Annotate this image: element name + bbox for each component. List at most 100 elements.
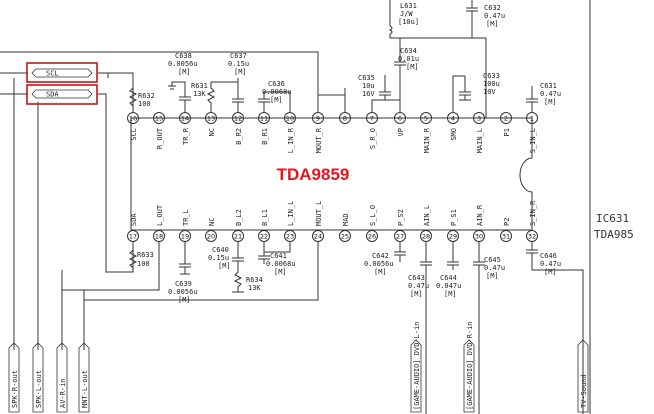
svg-text:C643: C643 xyxy=(408,274,425,282)
svg-text:P2: P2 xyxy=(503,218,511,226)
svg-text:4: 4 xyxy=(451,115,455,123)
svg-text:TR_L: TR_L xyxy=(182,209,190,226)
resistor-r634: R634 13K xyxy=(232,268,263,293)
svg-text:100: 100 xyxy=(138,100,151,108)
svg-text:29: 29 xyxy=(449,233,457,241)
svg-text:C633: C633 xyxy=(483,72,500,80)
svg-text:0.01u: 0.01u xyxy=(398,55,419,63)
svg-text:MAIN_L: MAIN_L xyxy=(476,128,484,153)
svg-text:R633: R633 xyxy=(137,251,154,259)
svg-text:25: 25 xyxy=(341,233,349,241)
pin-20: 20 xyxy=(205,230,217,242)
svg-text:100u: 100u xyxy=(483,80,500,88)
pin-16: 16 xyxy=(127,112,139,124)
cap-c641: C641 0.0068u [M] xyxy=(258,242,296,276)
net-flag-spk-r-out: SPK-R-out xyxy=(8,342,20,413)
svg-text:NC: NC xyxy=(208,128,216,136)
svg-text:[M]: [M] xyxy=(178,296,191,304)
svg-text:SMO: SMO xyxy=(450,128,458,141)
svg-text:28: 28 xyxy=(422,233,430,241)
svg-text:S_IN_R: S_IN_R xyxy=(529,200,537,226)
pin-3: 3 xyxy=(473,112,485,124)
net-flag-av-r-in: AV-R-in xyxy=(56,342,68,413)
svg-text:MOUT_R: MOUT_R xyxy=(315,127,323,153)
cap-c644: C644 0.047u [M] xyxy=(436,242,461,298)
svg-text:R_OUT: R_OUT xyxy=(156,127,164,149)
svg-text:26: 26 xyxy=(368,233,376,241)
svg-text:SDA: SDA xyxy=(46,91,59,99)
pin-11: 11 xyxy=(258,112,270,124)
svg-text:0.47u: 0.47u xyxy=(540,260,561,268)
pin-8: 8 xyxy=(339,112,351,124)
svg-text:5: 5 xyxy=(424,115,428,123)
svg-text:12: 12 xyxy=(234,115,242,123)
svg-text:P_S1: P_S1 xyxy=(450,209,458,226)
svg-text:C639: C639 xyxy=(175,280,192,288)
svg-text:10u: 10u xyxy=(362,82,375,90)
pin-28: 28 xyxy=(420,230,432,242)
svg-text:100: 100 xyxy=(137,260,150,268)
pin-29: 29 xyxy=(447,230,459,242)
svg-text:R634: R634 xyxy=(246,276,263,284)
pin-27: 27 xyxy=(394,230,406,242)
svg-text:15: 15 xyxy=(155,115,163,123)
pin-15: 15 xyxy=(153,112,165,124)
svg-text:0.0056u: 0.0056u xyxy=(168,288,198,296)
svg-text:C640: C640 xyxy=(212,246,229,254)
svg-text:L631: L631 xyxy=(400,2,417,10)
svg-text:18: 18 xyxy=(155,233,163,241)
net-flag-dvd-l-in: [GAME-AUDIO] DVD-L-in xyxy=(410,321,422,413)
svg-text:23: 23 xyxy=(286,233,294,241)
pin-7: 7 xyxy=(366,112,378,124)
cap-c636: C636 0.0068u [M] xyxy=(258,80,292,112)
svg-text:19: 19 xyxy=(181,233,189,241)
pin-4: 4 xyxy=(447,112,459,124)
pin-25: 25 xyxy=(339,230,351,242)
svg-text:0.0068u: 0.0068u xyxy=(262,88,292,96)
net-flag-tv-sound: TV-Sound xyxy=(577,339,589,413)
cap-c642: C642 0.0056u [M] xyxy=(364,242,406,276)
svg-text:TDA985: TDA985 xyxy=(594,228,634,241)
svg-text:C637: C637 xyxy=(230,52,247,60)
svg-text:[M]: [M] xyxy=(486,20,499,28)
svg-text:[M]: [M] xyxy=(486,272,499,280)
svg-text:TR_R: TR_R xyxy=(182,127,190,145)
pin-24: 24 xyxy=(312,230,324,242)
svg-text:C635: C635 xyxy=(358,74,375,82)
scl-label-box[interactable]: SCL xyxy=(26,62,98,83)
svg-text:6: 6 xyxy=(398,115,402,123)
pin-22: 22 xyxy=(258,230,270,242)
svg-text:SCL: SCL xyxy=(46,70,59,78)
svg-text:SDA: SDA xyxy=(130,213,138,226)
pin-31: 31 xyxy=(500,230,512,242)
svg-text:0.47u: 0.47u xyxy=(408,282,429,290)
pin-26: 26 xyxy=(366,230,378,242)
svg-text:[M]: [M] xyxy=(274,268,287,276)
svg-text:TV-Sound: TV-Sound xyxy=(580,374,588,408)
svg-text:0.47u: 0.47u xyxy=(484,264,505,272)
svg-text:13K: 13K xyxy=(248,284,261,292)
sda-label-box[interactable]: SDA xyxy=(26,84,98,105)
pin-17: 17 xyxy=(127,230,139,242)
svg-text:S_L_O: S_L_O xyxy=(369,205,377,226)
svg-text:21: 21 xyxy=(234,233,242,241)
pin-19: 19 xyxy=(179,230,191,242)
pin-10: 10 xyxy=(284,112,296,124)
svg-text:32: 32 xyxy=(528,233,536,241)
svg-text:[10u]: [10u] xyxy=(398,18,419,26)
svg-text:MAD: MAD xyxy=(342,213,350,226)
net-flag-spk-l-out: SPK-L-out xyxy=(32,342,44,413)
svg-text:[M]: [M] xyxy=(410,290,423,298)
top-pin-names: SCL R_OUT TR_R NC B_R2 B_R1 L_IN_R MOUT_… xyxy=(130,127,537,153)
svg-text:P1: P1 xyxy=(503,128,511,136)
cap-c640: C640 0.15u [M] xyxy=(208,242,244,270)
net-flag-mnt-l-out: MNT-L-out xyxy=(78,342,90,413)
cap-c631: C631 0.47u [M] xyxy=(526,82,561,112)
svg-text:B_R2: B_R2 xyxy=(235,128,243,145)
svg-text:J/W: J/W xyxy=(400,10,413,18)
svg-text:MAIN_R: MAIN_R xyxy=(423,127,431,153)
svg-text:0.0068u: 0.0068u xyxy=(266,260,296,268)
svg-text:9: 9 xyxy=(316,115,320,123)
svg-text:C644: C644 xyxy=(440,274,457,282)
svg-text:27: 27 xyxy=(396,233,404,241)
